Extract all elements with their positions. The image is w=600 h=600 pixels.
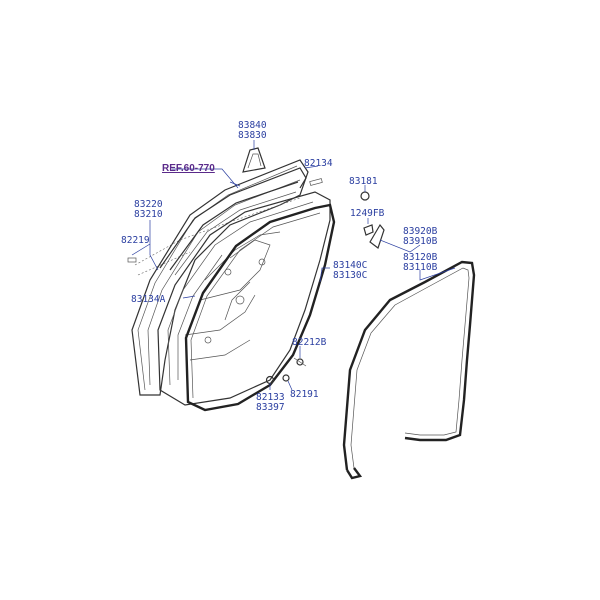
label-83120B: 83120B [403,252,438,263]
label-83140C: 83140C [333,260,367,271]
label-83220: 83220 [134,199,163,210]
door-inner-frame [157,191,331,406]
label-83840: 83840 [238,120,267,131]
plug-82191 [282,374,290,382]
fasteners [127,178,385,385]
label-83110B: 83110B [403,262,438,273]
door-body-weatherstrip [184,203,336,412]
clip-82219 [127,257,137,263]
label-83397: 83397 [256,402,285,413]
label-83130C: 83130C [333,270,367,281]
label-82212B: 82212B [292,337,327,348]
label-83181: 83181 [349,176,378,187]
label-82219: 82219 [121,235,150,246]
door-opening-weatherstrip [342,260,476,480]
window-frame [159,167,307,276]
pin-82212B [296,358,304,366]
leader-lines [131,140,456,391]
reference-label[interactable]: REF.60-770 [162,163,215,174]
label-83910B: 83910B [403,236,438,247]
label-82133: 82133 [256,392,285,403]
bolt-83181 [360,191,370,201]
grommet-1249FB [363,224,374,236]
label-82134: 82134 [304,158,333,169]
clip-82134 [309,178,323,186]
label-82191: 82191 [290,389,319,400]
label-1249FB: 1249FB [350,208,385,219]
trim-piece-83910B [369,223,385,249]
delta-cover-part [242,147,266,173]
label-83830: 83830 [238,130,267,141]
label-83134A: 83134A [131,294,166,305]
label-83210: 83210 [134,209,163,220]
label-83920B: 83920B [403,226,438,237]
